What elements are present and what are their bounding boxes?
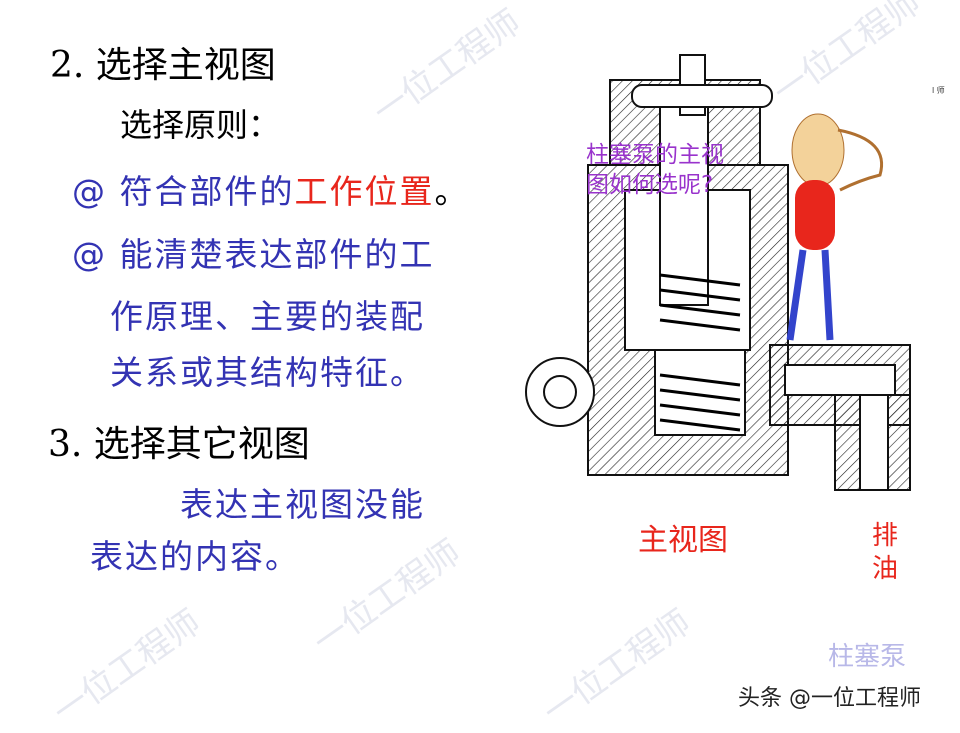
corner-mark: l 师 xyxy=(932,86,945,95)
bullet2-line2: 作原理、主要的装配 xyxy=(110,297,425,336)
drain-label-1: 排 xyxy=(872,521,899,551)
other-line2: 表达的内容。 xyxy=(90,537,300,576)
pump-body xyxy=(525,54,911,491)
main-view-caption: 主视图 xyxy=(638,523,728,558)
drain-label-2: 油 xyxy=(872,554,899,584)
bullet1-text: @ 符合部件的 xyxy=(72,172,295,211)
question-line2: 图如何选呢? xyxy=(586,172,714,198)
bullet2-line3: 关系或其结构特征。 xyxy=(110,353,425,392)
cartoon-figure xyxy=(786,113,883,341)
principle-label: 选择原则： xyxy=(120,106,281,144)
bullet1-suffix: 。 xyxy=(434,172,470,211)
bullet-working-position: @ 符合部件的工作位置。 xyxy=(72,165,470,213)
question-line1: 柱塞泵的主视 xyxy=(586,142,724,168)
bullet1-highlight: 工作位置 xyxy=(294,172,435,211)
spring xyxy=(659,273,741,432)
faded-label: 柱塞泵 xyxy=(828,642,907,672)
bullet2-line1: @ 能清楚表达部件的工 xyxy=(72,235,435,274)
other-line1: 表达主视图没能 xyxy=(180,485,425,524)
heading-select-other-views: 3. 选择其它视图 xyxy=(48,424,310,465)
heading-select-main-view: 2. 选择主视图 xyxy=(50,45,276,86)
credit-watermark: 头条 @一位工程师 xyxy=(738,686,921,711)
